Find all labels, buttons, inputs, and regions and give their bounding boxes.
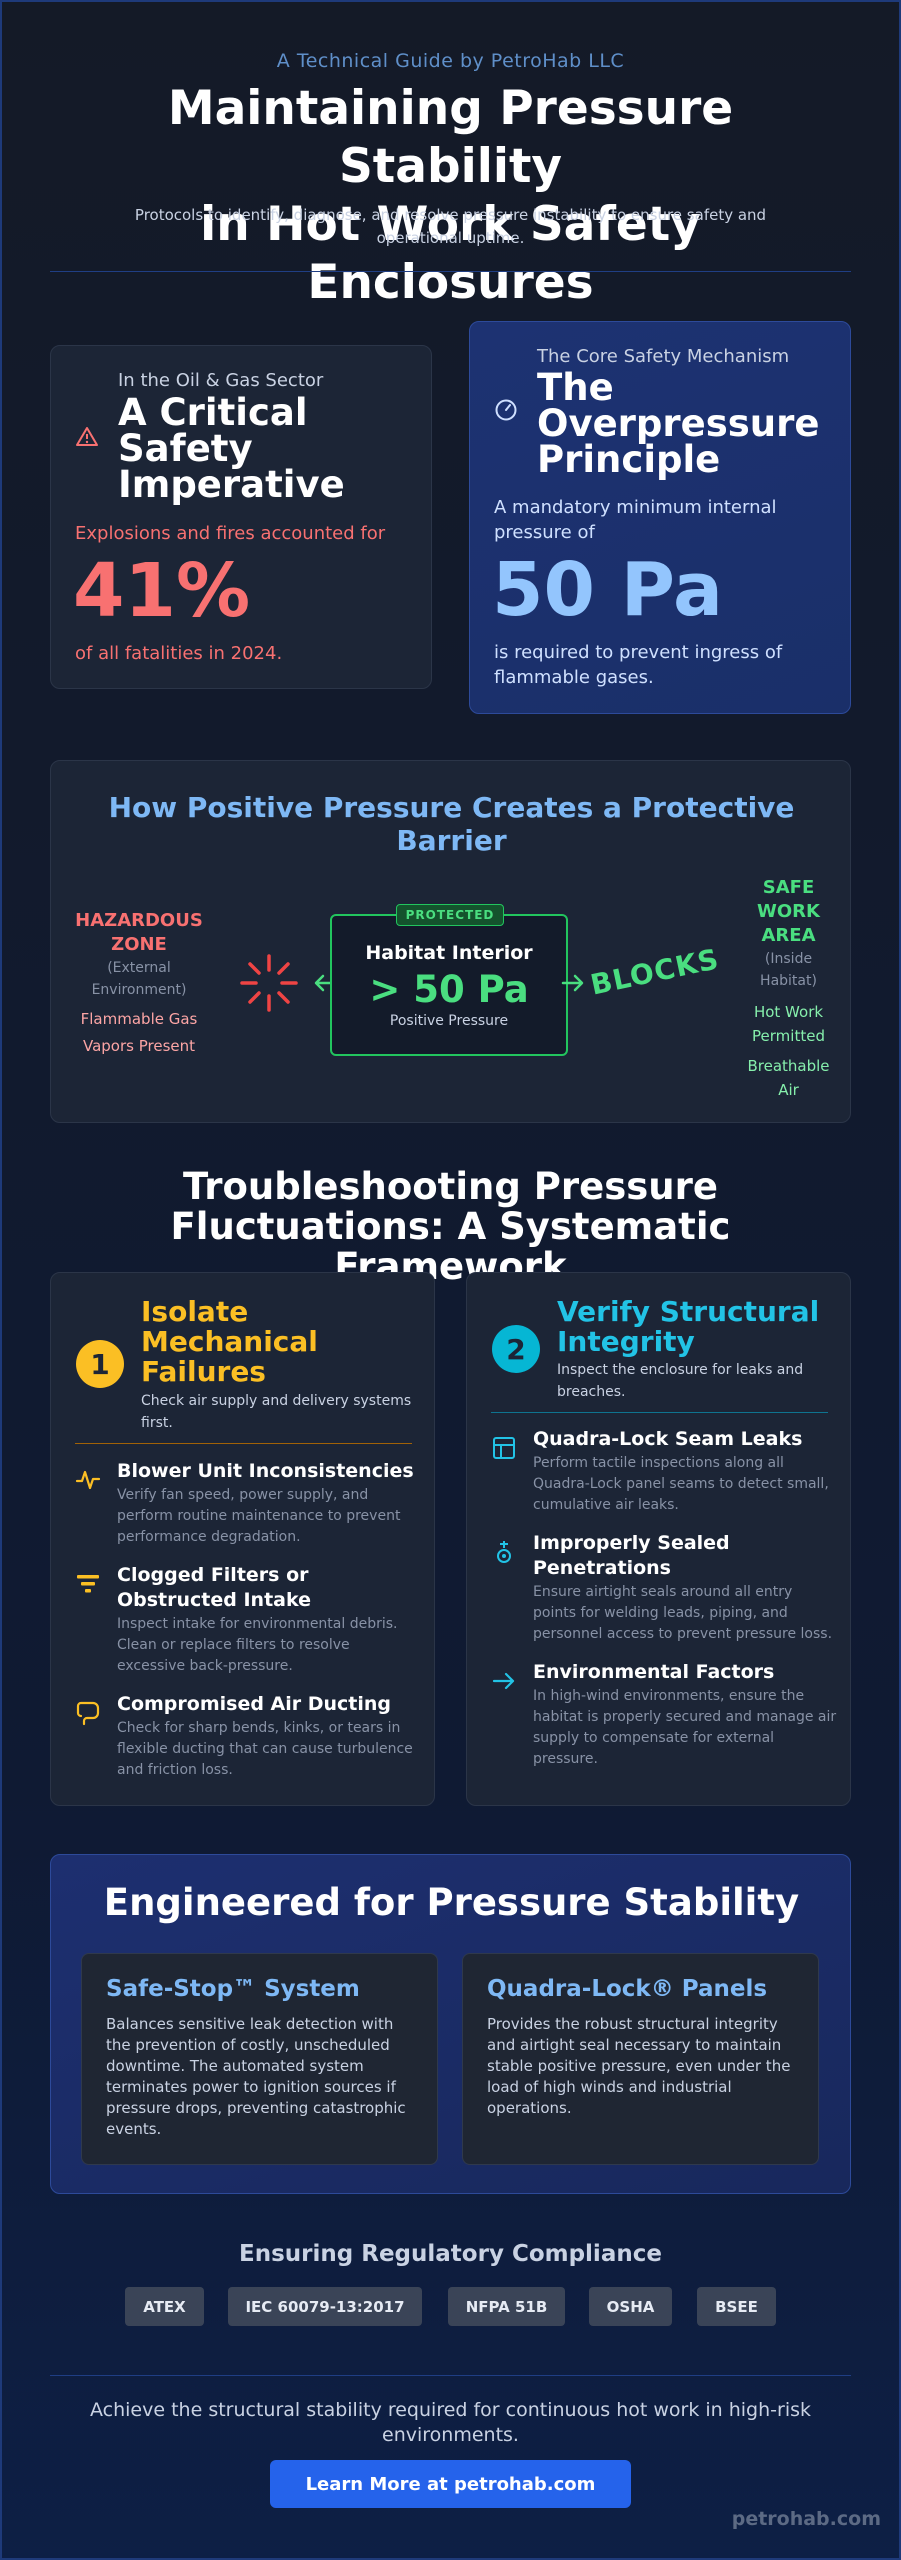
page-subtitle: Protocols to identify, diagnose, and res… [134, 206, 767, 247]
item-desc: Check for sharp bends, kinks, or tears i… [117, 1720, 413, 1778]
item-desc: Verify fan speed, power supply, and perf… [117, 1487, 401, 1545]
step-desc: Inspect the enclosure for leaks and brea… [557, 1362, 804, 1400]
item-title: Compromised Air Ducting [117, 1693, 392, 1715]
safe-note: Breathable Air [747, 1057, 830, 1099]
item-title: Clogged Filters or Obstructed Intake [117, 1564, 311, 1611]
pulse-icon [75, 1470, 101, 1490]
item-desc: Inspect intake for environmental debris.… [117, 1616, 398, 1674]
step-title: Isolate Mechanical Failures [141, 1295, 318, 1388]
step-number-badge: 2 [492, 1325, 540, 1373]
protected-tag: PROTECTED [396, 904, 504, 926]
product-desc: Balances sensitive leak detection with t… [106, 2015, 406, 2138]
pressure-diagram: How Positive Pressure Creates a Protecti… [50, 760, 851, 1123]
item-title: Quadra-Lock Seam Leaks [533, 1428, 803, 1450]
product-card-quadra-lock: Quadra-Lock® Panels Provides the robust … [462, 1953, 819, 2165]
item-desc: In high-wind environments, ensure the ha… [533, 1688, 837, 1767]
step-card-structural: 2 Verify Structural Integrity Inspect th… [466, 1272, 851, 1806]
stat-card-overpressure: The Core Safety Mechanism The Overpressu… [469, 321, 851, 714]
habitat-title: Habitat Interior [365, 942, 533, 964]
compliance-badge: NFPA 51B [448, 2287, 565, 2326]
habitat-caption: Positive Pressure [389, 1013, 509, 1029]
product-desc: Provides the robust structural integrity… [487, 2015, 791, 2117]
stat-title: A Critical Safety Imperative [118, 391, 345, 506]
gas-burst-icon [240, 954, 298, 1012]
product-card-safe-stop: Safe-Stop™ System Balances sensitive lea… [81, 1953, 438, 2165]
step-number-badge: 1 [76, 1340, 124, 1388]
stat-kicker: In the Oil & Gas Sector [118, 370, 324, 391]
item-title: Blower Unit Inconsistencies [117, 1460, 414, 1482]
stat-pre: Explosions and fires accounted for [75, 523, 386, 544]
panel-grid-icon [493, 1437, 515, 1459]
item-title: Environmental Factors [533, 1661, 775, 1683]
step-title: Verify Structural Integrity [557, 1295, 820, 1358]
seal-icon [497, 1541, 511, 1563]
item-desc: Perform tactile inspections along all Qu… [533, 1455, 829, 1513]
hazard-note: Flammable Gas [80, 1010, 198, 1028]
gauge-icon [495, 399, 517, 421]
stat-value: 41% [73, 548, 251, 634]
item-title: Improperly Sealed Penetrations [533, 1532, 730, 1579]
product-title: Quadra-Lock® Panels [487, 1976, 768, 2002]
header-kicker: A Technical Guide by PetroHab LLC [276, 50, 625, 72]
arrow-right-icon [561, 974, 584, 992]
compliance-badge: ATEX [125, 2287, 204, 2326]
stat-post: is required to prevent ingress of flamma… [494, 642, 783, 688]
habitat-interior: PROTECTED Habitat Interior > 50 Pa Posit… [330, 904, 568, 1056]
products-panel: Engineered for Pressure Stability Safe-S… [50, 1854, 851, 2194]
stat-value: 50 Pa [492, 547, 723, 633]
stat-pre: A mandatory minimum internal pressure of [494, 497, 777, 543]
compliance-title: Ensuring Regulatory Compliance [239, 2241, 662, 2267]
duct-icon [76, 1701, 100, 1726]
troubleshooting-title: Troubleshooting Pressure Fluctuations: A… [170, 1165, 731, 1288]
stat-kicker: The Core Safety Mechanism [537, 346, 790, 367]
hazard-note: Vapors Present [82, 1037, 196, 1055]
arrow-right-icon [492, 1672, 515, 1690]
stat-title: The Overpressure Principle [537, 366, 820, 481]
habitat-pressure: > 50 Pa [369, 968, 529, 1011]
compliance-badge: BSEE [697, 2287, 776, 2326]
blocks-label: BLOCKS [587, 942, 722, 1002]
products-title: Engineered for Pressure Stability [103, 1881, 800, 1924]
header-divider [50, 271, 851, 272]
step-divider [75, 1443, 412, 1444]
safe-work-area: SAFE WORK AREA (Inside Habitat) Hot Work… [731, 876, 846, 1102]
learn-more-button[interactable]: Learn More at petrohab.com [270, 2460, 631, 2508]
step-divider [491, 1412, 828, 1413]
stat-card-fatalities: In the Oil & Gas Sector A Critical Safet… [50, 345, 432, 689]
page-title: Maintaining Pressure Stability in Hot Wo… [167, 81, 734, 310]
warning-icon [76, 427, 98, 446]
step-card-mechanical: 1 Isolate Mechanical Failures Check air … [50, 1272, 435, 1806]
stat-post: of all fatalities in 2024. [75, 643, 283, 664]
safe-note: Hot Work Permitted [752, 1003, 825, 1045]
footer-brand[interactable]: petrohab.com [731, 2508, 881, 2530]
diagram-title: How Positive Pressure Creates a Protecti… [108, 791, 795, 857]
footer-divider [50, 2375, 851, 2376]
hazard-zone: HAZARDOUS ZONE (External Environment) Fl… [71, 909, 207, 1058]
cta-text: Achieve the structural stability require… [90, 2399, 811, 2446]
item-desc: Ensure airtight seals around all entry p… [533, 1584, 833, 1642]
compliance-badge: OSHA [589, 2287, 672, 2326]
product-title: Safe-Stop™ System [106, 1976, 360, 2002]
step-desc: Check air supply and delivery systems fi… [141, 1393, 412, 1431]
compliance-badge: IEC 60079-13:2017 [228, 2287, 422, 2326]
filter-icon [77, 1575, 99, 1593]
